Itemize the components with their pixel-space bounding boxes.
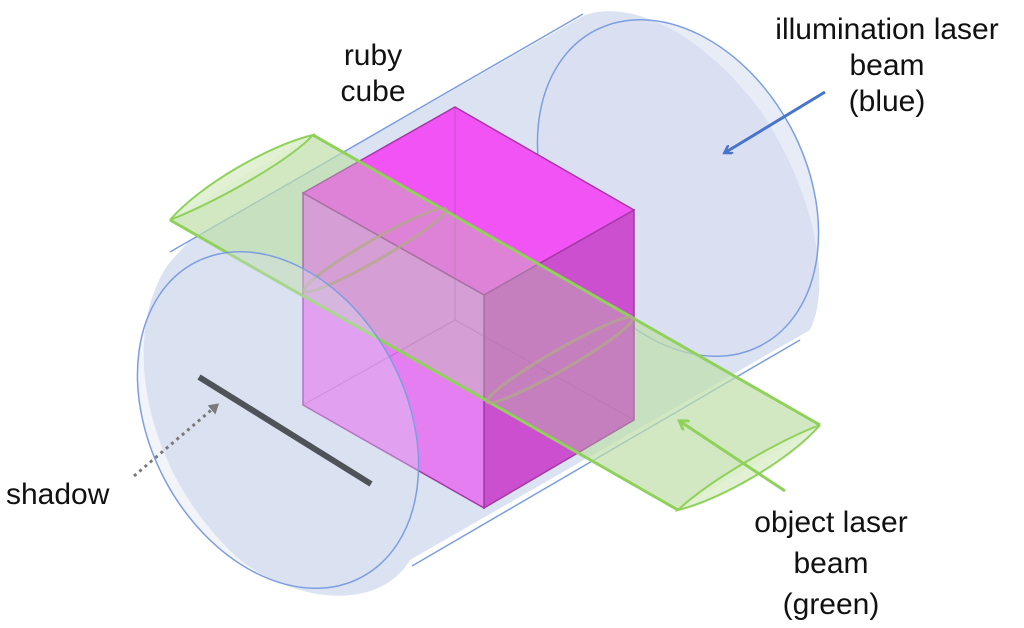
label-shadow: shadow xyxy=(6,477,136,513)
label-illumination-beam: illumination laser beam (blue) xyxy=(742,12,1024,120)
illumination-beam-arrow xyxy=(726,90,826,152)
label-ruby-cube: ruby cube xyxy=(318,38,428,110)
cube-hidden-edge xyxy=(302,319,456,406)
object-beam-arrow xyxy=(681,422,786,493)
beam-cube-intersection-front xyxy=(302,206,448,294)
object-beam-through-cube xyxy=(170,135,820,510)
beam-cube-intersection-back xyxy=(485,315,635,405)
label-line: shadow xyxy=(6,478,110,511)
cube-front-face xyxy=(302,191,485,510)
label-line: ruby xyxy=(343,39,403,72)
object-beam-bottom-edge xyxy=(169,218,679,512)
label-line: (green) xyxy=(782,588,880,621)
label-line: (blue) xyxy=(848,85,926,118)
cube-hidden-edge xyxy=(454,319,635,421)
label-line: beam xyxy=(793,547,869,580)
label-line: cube xyxy=(340,75,406,108)
label-line: illumination laser xyxy=(775,13,999,46)
object-beam-left-cap xyxy=(169,133,316,221)
label-line: object laser xyxy=(754,506,908,539)
ruby-cube xyxy=(301,106,636,510)
label-line: beam xyxy=(849,49,925,82)
object-beam-top-edge xyxy=(312,133,821,427)
shadow-line xyxy=(197,374,373,487)
object-beam-overlay xyxy=(169,133,821,512)
illumination-beam-front-cap xyxy=(136,250,420,590)
label-object-beam: object laser beam (green) xyxy=(716,502,946,625)
